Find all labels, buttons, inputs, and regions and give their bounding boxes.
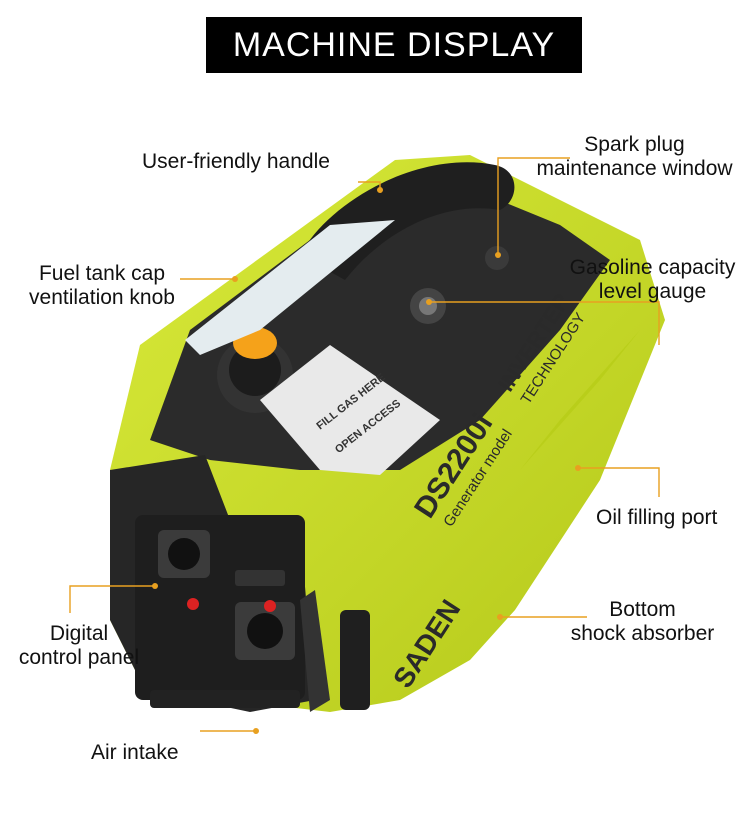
warning-sticker bbox=[260, 345, 440, 475]
label-panel-line1: Digital bbox=[49, 622, 109, 645]
label-spark-plug: Spark plug maintenance window bbox=[522, 133, 747, 181]
label-oil-port: Oil filling port bbox=[596, 506, 718, 529]
label-spark-line1: Spark plug bbox=[584, 133, 685, 156]
label-fuel-cap: Fuel tank cap ventilation knob bbox=[12, 262, 192, 310]
page-title: MACHINE DISPLAY bbox=[206, 17, 582, 73]
label-air-intake: Air intake bbox=[91, 741, 179, 764]
label-control-panel: Digital control panel bbox=[8, 622, 150, 670]
label-gauge-line2: level gauge bbox=[598, 280, 707, 303]
label-spark-line2: maintenance window bbox=[536, 157, 733, 180]
label-gauge: Gasoline capacity level gauge bbox=[555, 256, 750, 304]
label-panel-line2: control panel bbox=[18, 646, 140, 669]
label-fuel-line2: ventilation knob bbox=[29, 286, 175, 309]
label-shock-line2: shock absorber bbox=[570, 622, 715, 645]
label-fuel-line1: Fuel tank cap bbox=[38, 262, 166, 285]
label-handle: User-friendly handle bbox=[142, 150, 330, 173]
label-shock-absorber: Bottom shock absorber bbox=[560, 598, 725, 646]
label-gauge-line1: Gasoline capacity bbox=[569, 256, 736, 279]
spark-window bbox=[485, 246, 509, 270]
info-sticker bbox=[185, 220, 395, 355]
air-vent bbox=[300, 590, 330, 712]
label-shock-line1: Bottom bbox=[609, 598, 676, 621]
